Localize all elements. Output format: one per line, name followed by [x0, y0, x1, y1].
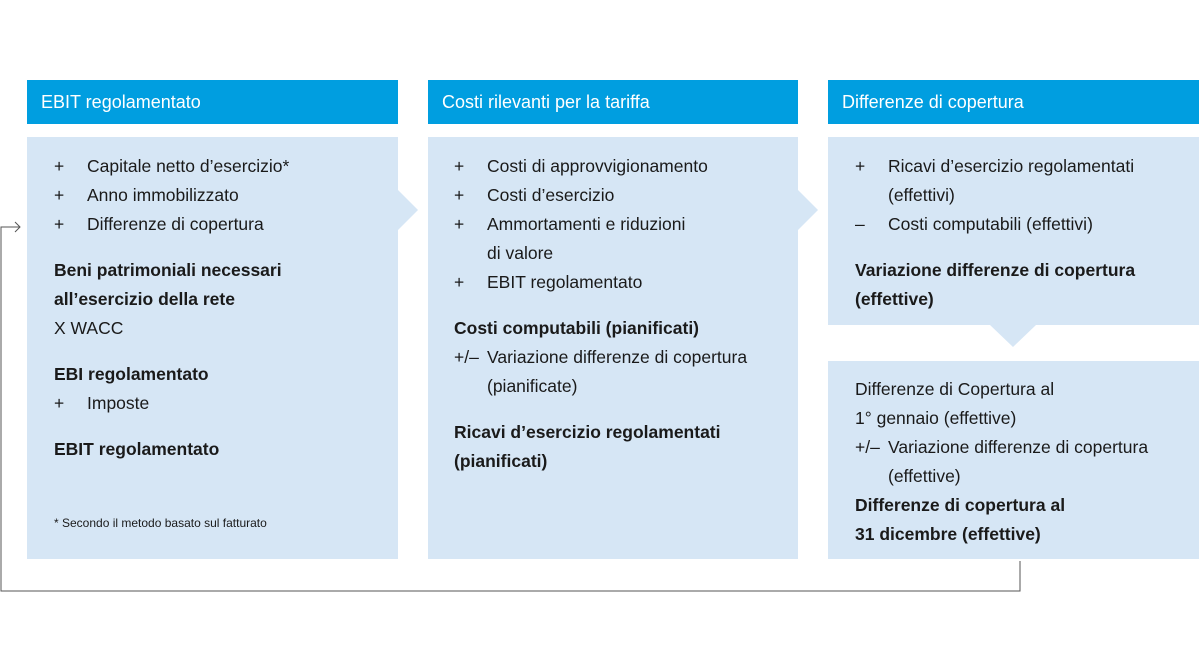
item-text-continuation: (effettive) — [888, 466, 961, 486]
plus-sign: + — [855, 156, 866, 176]
differenze-1-gennaio-line-1: Differenze di Copertura al — [855, 379, 1055, 399]
plus-sign: + — [54, 185, 65, 205]
header-costi-rilevanti: Costi rilevanti per la tariffa — [428, 80, 798, 124]
ebit-regolamentato-result: EBIT regolamentato — [54, 439, 220, 459]
item-text: Differenze di copertura — [87, 214, 264, 234]
footnote: * Secondo il metodo basato sul fatturato — [54, 516, 267, 530]
list-item: + Costi d’esercizio — [454, 181, 798, 210]
differenze-1-gennaio-line-2: 1° gennaio (effettive) — [855, 408, 1017, 428]
imposte-label: Imposte — [87, 393, 150, 413]
variazione-effettive-line-1: Variazione differenze di copertura — [855, 260, 1136, 280]
plus-sign: + — [54, 214, 65, 234]
flow-arrow-2 — [798, 190, 818, 230]
beni-patrimoniali-line-2: all’esercizio della rete — [54, 289, 235, 309]
list-item: + EBIT regolamentato — [454, 268, 798, 297]
panel-differenze-upper: + Ricavi d’esercizio regolamentati (effe… — [828, 137, 1199, 325]
item-text: Ricavi d’esercizio regolamentati — [888, 156, 1135, 176]
header-differenze-copertura: Differenze di copertura — [828, 80, 1199, 124]
panel-differenze-lower: Differenze di Copertura al 1° gennaio (e… — [828, 361, 1199, 559]
differenze-31-dicembre-line-1: Differenze di copertura al — [855, 495, 1066, 515]
plus-sign: + — [454, 185, 465, 205]
item-text: Ammortamenti e riduzioni — [487, 214, 686, 234]
costi-computabili-pianificati: Costi computabili (pianificati) — [454, 318, 700, 338]
list-item: +/– Variazione differenze di copertura — [855, 433, 1199, 462]
list-item: + Capitale netto d’esercizio* — [54, 152, 398, 181]
list-item: +/– Variazione differenze di copertura — [454, 343, 798, 372]
header-ebit-regolamentato: EBIT regolamentato — [27, 80, 398, 124]
ricavi-pianificati-line-2: (pianificati) — [454, 451, 548, 471]
minus-sign: – — [855, 214, 865, 234]
list-item: + Anno immobilizzato — [54, 181, 398, 210]
plus-minus-sign: +/– — [855, 437, 880, 457]
plus-sign: + — [54, 156, 65, 176]
variazione-effettive-line-2: (effettive) — [855, 289, 934, 309]
wacc-label: X WACC — [54, 318, 124, 338]
panel-costi-rilevanti: + Costi di approvvigionamento + Costi d’… — [428, 137, 798, 559]
differenze-31-dicembre-line-2: 31 dicembre (effettive) — [855, 524, 1041, 544]
list-item: + Imposte — [54, 389, 398, 418]
plus-sign: + — [54, 393, 65, 413]
flow-arrow-1 — [398, 190, 418, 230]
item-text: Costi di approvvigionamento — [487, 156, 708, 176]
item-text-continuation: (pianificate) — [487, 376, 578, 396]
list-item: + Costi di approvvigionamento — [454, 152, 798, 181]
item-text: Capitale netto d’esercizio* — [87, 156, 290, 176]
list-item: – Costi computabili (effettivi) — [855, 210, 1199, 239]
plus-sign: + — [454, 214, 465, 234]
flow-arrow-down — [990, 325, 1036, 347]
plus-sign: + — [454, 156, 465, 176]
list-item: + Ricavi d’esercizio regolamentati — [855, 152, 1199, 181]
item-text: Variazione differenze di copertura — [487, 347, 748, 367]
item-text-continuation: di valore — [487, 243, 554, 263]
panel-ebit: + Capitale netto d’esercizio* + Anno imm… — [27, 137, 398, 559]
ebi-regolamentato: EBI regolamentato — [54, 364, 209, 384]
beni-patrimoniali-line-1: Beni patrimoniali necessari — [54, 260, 282, 280]
item-text: EBIT regolamentato — [487, 272, 643, 292]
item-text: Costi computabili (effettivi) — [888, 214, 1093, 234]
item-text: Costi d’esercizio — [487, 185, 615, 205]
plus-minus-sign: +/– — [454, 347, 479, 367]
list-item: + Ammortamenti e riduzioni — [454, 210, 798, 239]
item-text: Anno immobilizzato — [87, 185, 239, 205]
plus-sign: + — [454, 272, 465, 292]
item-text: Variazione differenze di copertura — [888, 437, 1149, 457]
ricavi-pianificati-line-1: Ricavi d’esercizio regolamentati — [454, 422, 721, 442]
item-text-continuation: (effettivi) — [888, 185, 955, 205]
feedback-arrowhead-icon — [14, 221, 21, 233]
list-item: + Differenze di copertura — [54, 210, 398, 239]
